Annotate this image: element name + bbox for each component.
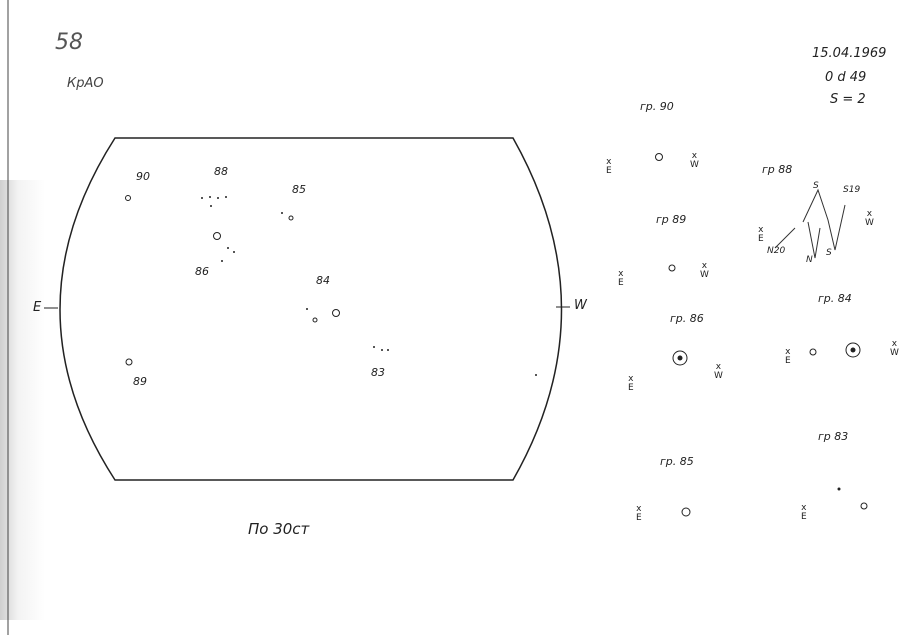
group-label-84: 84: [316, 274, 330, 287]
detail-title-83: гр 83: [818, 430, 849, 443]
detail-title-84: гр. 84: [818, 292, 852, 305]
observation-time: 0 d 49: [825, 70, 867, 85]
disk-outline: [59, 137, 563, 481]
detail-88-label-s-bottom: S: [826, 248, 832, 258]
west-marker: W: [574, 298, 587, 313]
detail-88-label-s-top: S: [813, 181, 819, 191]
disk-caption: По 30ст: [248, 520, 310, 538]
detail-88-label-n: N: [806, 255, 813, 265]
detail-88-label-s19: S19: [843, 185, 861, 195]
observatory-label: КрАО: [67, 76, 104, 91]
seeing-value: S = 2: [830, 92, 866, 107]
detail-88-label-n20: N20: [767, 246, 786, 256]
group-label-86: 86: [195, 265, 209, 278]
east-marker: E: [33, 300, 42, 315]
detail-title-90: гр. 90: [640, 100, 674, 113]
group-label-85: 85: [292, 183, 306, 196]
group-label-89: 89: [133, 375, 147, 388]
group-88-sketch: [774, 188, 846, 259]
detail-title-89: гр 89: [656, 213, 687, 226]
group-label-88: 88: [214, 165, 228, 178]
detail-title-88: гр 88: [762, 163, 793, 176]
page-number: 58: [55, 30, 83, 55]
detail-title-85: гр. 85: [660, 455, 694, 468]
sunspots: [125, 153, 868, 517]
group-label-83: 83: [371, 366, 385, 379]
detail-title-86: гр. 86: [670, 312, 704, 325]
observation-date: 15.04.1969: [812, 46, 887, 61]
group-label-90: 90: [136, 170, 150, 183]
